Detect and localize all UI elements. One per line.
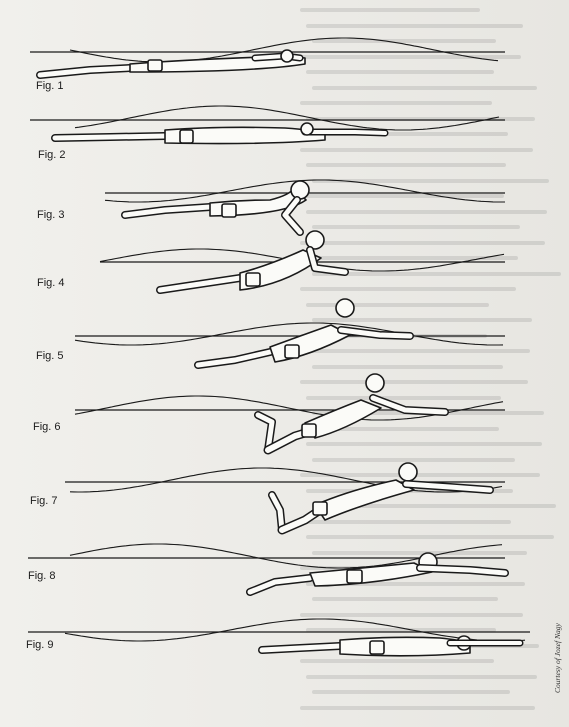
swimmer-body	[315, 480, 414, 520]
limb-fill	[55, 136, 165, 138]
limb-fill	[305, 132, 385, 133]
swimsuit	[222, 204, 236, 217]
fig-1-label: Fig. 1	[36, 80, 64, 92]
photo-credit: Courtesy of Jozef Nagy	[553, 623, 562, 693]
swimmer-body	[310, 563, 432, 586]
figure-9	[28, 619, 530, 656]
swimmer-head	[399, 463, 417, 481]
figure-8	[28, 544, 505, 592]
fig-5-label: Fig. 5	[36, 350, 64, 362]
swimmer-head	[291, 181, 309, 199]
swimmer-head	[301, 123, 313, 135]
figure-7	[65, 463, 505, 530]
swimmer-figure	[55, 123, 385, 144]
fig-4-label: Fig. 4	[37, 277, 65, 289]
swimmer-head	[366, 374, 384, 392]
fig-6-label: Fig. 6	[33, 421, 61, 433]
swimmer-head	[281, 50, 293, 62]
wave-line	[75, 106, 499, 130]
swimmer-figure	[198, 299, 410, 365]
swimmer-figure	[160, 231, 345, 290]
swimmer-figure	[40, 50, 305, 75]
swimmer-figure	[272, 463, 490, 530]
swimsuit	[347, 570, 362, 583]
limb-fill	[406, 484, 490, 490]
swimmer-figure	[250, 553, 505, 592]
wave-line	[65, 619, 525, 641]
fig-3-label: Fig. 3	[37, 209, 65, 221]
figure-6	[75, 374, 505, 450]
figure-5	[75, 299, 505, 365]
figure-3	[105, 180, 505, 232]
swimsuit	[180, 130, 193, 143]
swimmer-figure	[258, 374, 445, 450]
swimsuit	[246, 273, 260, 286]
swimmer-head	[336, 299, 354, 317]
fig-9-label: Fig. 9	[26, 639, 54, 651]
fig-8-label: Fig. 8	[28, 570, 56, 582]
figure-4	[100, 231, 505, 290]
swimmer-figure	[262, 636, 520, 656]
figure-2	[30, 106, 505, 144]
limb-fill	[160, 278, 240, 290]
swimmer-figure	[125, 181, 309, 232]
figure-1	[30, 38, 505, 75]
swimsuit	[148, 60, 162, 71]
swimsuit	[285, 345, 299, 358]
swimsuit	[313, 502, 327, 515]
swimsuit	[302, 424, 316, 437]
fig-7-label: Fig. 7	[30, 495, 58, 507]
fig-2-label: Fig. 2	[38, 149, 66, 161]
swimsuit	[370, 641, 384, 654]
